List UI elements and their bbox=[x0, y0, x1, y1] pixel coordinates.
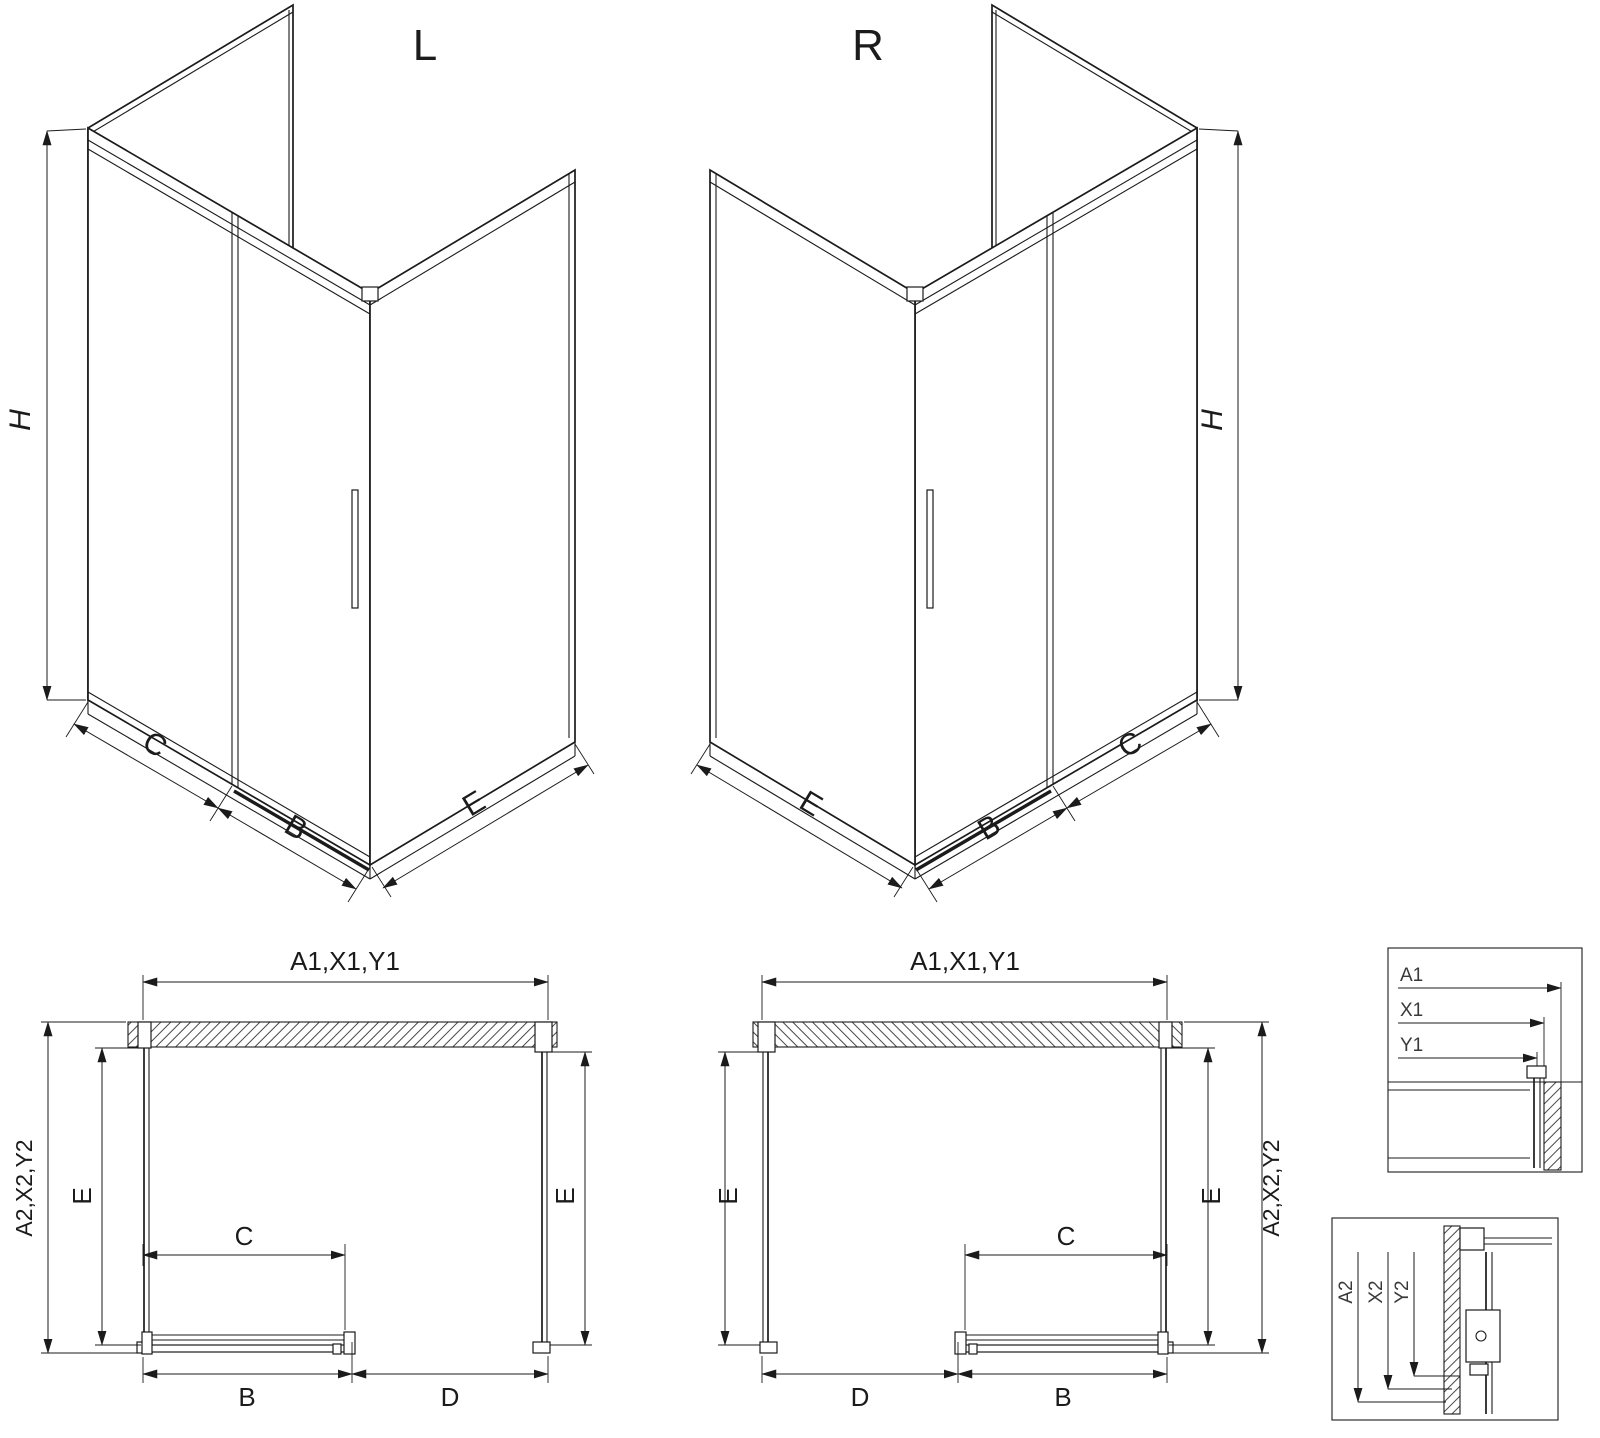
detail-view-bottom: A2 X2 Y2 bbox=[1331, 1217, 1559, 1421]
dim-label-a2x2y2: A2,X2,Y2 bbox=[11, 1139, 37, 1236]
mount-bracket bbox=[1526, 1065, 1547, 1079]
dim-label-e-left: E bbox=[713, 1187, 743, 1204]
iso-view-right bbox=[691, 5, 1238, 902]
plan-view-right bbox=[718, 975, 1269, 1383]
dim-label-d: D bbox=[851, 1382, 870, 1412]
wall-section-hatch bbox=[1543, 1081, 1562, 1171]
detail-label-y1: Y1 bbox=[1400, 1035, 1423, 1056]
detail-frame bbox=[1331, 1217, 1559, 1421]
dim-label-height: H bbox=[4, 409, 37, 431]
dim-label-d: D bbox=[441, 1382, 460, 1412]
dim-label-b: B bbox=[1054, 1382, 1071, 1412]
detail-label-a1: A1 bbox=[1400, 965, 1423, 986]
guide-block bbox=[1469, 1363, 1489, 1376]
dim-label-e-left: E bbox=[67, 1187, 97, 1204]
plan-left-labels: A1,X1,Y1 A2,X2,Y2 E E C B D bbox=[11, 946, 580, 1412]
view-title-right: R bbox=[852, 21, 884, 70]
plan-view-left bbox=[41, 975, 592, 1383]
detail-label-x1: X1 bbox=[1400, 1000, 1423, 1021]
roller-carriage bbox=[1465, 1309, 1501, 1363]
detail-view-top: A1 X1 Y1 bbox=[1387, 947, 1583, 1173]
dim-label-a2x2y2: A2,X2,Y2 bbox=[1258, 1139, 1284, 1236]
roller-wheel bbox=[1475, 1330, 1487, 1342]
detail-label-x2: X2 bbox=[1366, 1280, 1387, 1303]
dim-label-c: C bbox=[1057, 1221, 1076, 1251]
dim-label-b: B bbox=[238, 1382, 255, 1412]
iso-view-left bbox=[47, 5, 594, 902]
detail-label-a2: A2 bbox=[1336, 1280, 1357, 1303]
detail-frame bbox=[1387, 947, 1583, 1173]
iso-right-labels: R H E B C bbox=[794, 21, 1229, 847]
dim-label-a1x1y1: A1,X1,Y1 bbox=[290, 946, 400, 976]
dim-label-e-right: E bbox=[550, 1187, 580, 1204]
dim-label-c: C bbox=[235, 1221, 254, 1251]
mount-bracket bbox=[1459, 1227, 1485, 1251]
dim-label-height: H bbox=[1196, 409, 1229, 431]
view-title-left: L bbox=[413, 21, 437, 70]
plan-right-labels: A1,X1,Y1 E E A2,X2,Y2 C D B bbox=[713, 946, 1284, 1412]
dim-label-e-right: E bbox=[1196, 1187, 1226, 1204]
dim-label-a1x1y1: A1,X1,Y1 bbox=[910, 946, 1020, 976]
wall-section-hatch bbox=[1443, 1225, 1461, 1415]
detail-label-y2: Y2 bbox=[1392, 1280, 1413, 1303]
